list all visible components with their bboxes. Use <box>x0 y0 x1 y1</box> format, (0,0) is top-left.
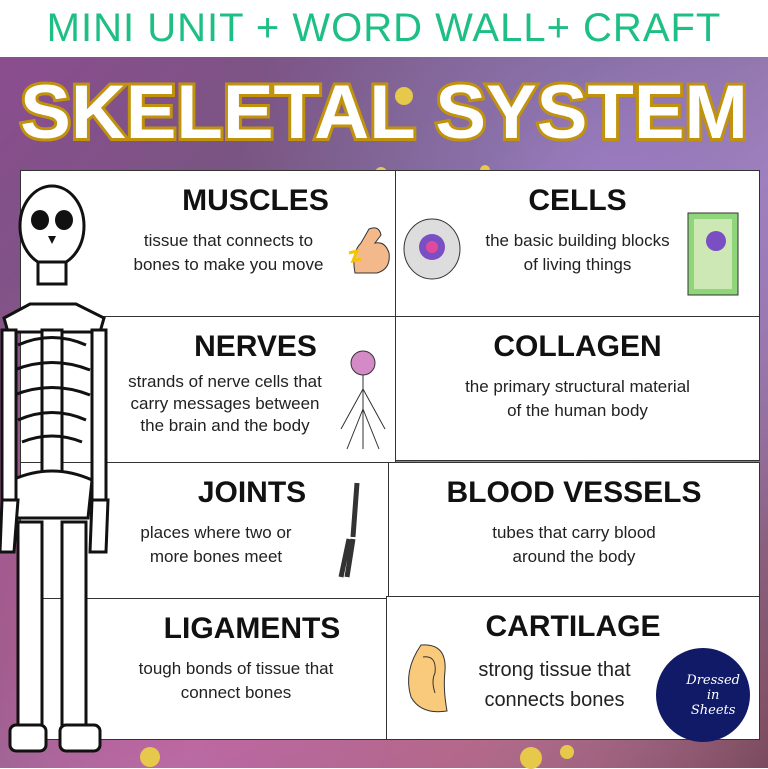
card-definition: strong tissue that connects bones <box>478 659 631 711</box>
card-nerves: NERVES strands of nerve cells that carry… <box>20 316 396 463</box>
brain-nerves-icon <box>340 350 386 450</box>
card-term: BLOOD VESSELS <box>446 476 702 509</box>
ear-icon <box>408 644 448 713</box>
banner: MINI UNIT + WORD WALL+ CRAFT <box>0 0 768 57</box>
card-term: LIGAMENTS <box>163 612 341 645</box>
arm-bones-icon <box>338 482 360 578</box>
plant-cell-icon <box>687 212 739 296</box>
logo-text: in <box>706 687 720 703</box>
card-collagen: COLLAGEN the primary structural material… <box>395 316 760 461</box>
card-cells: CELLS the basic building blocks of livin… <box>395 170 760 317</box>
card-muscles: MUSCLES tissue that connects to bones to… <box>20 170 396 317</box>
banner-text: MINI UNIT + WORD WALL+ CRAFT <box>46 6 722 50</box>
card-term: JOINTS <box>197 476 307 509</box>
skeleton-illustration <box>0 184 110 753</box>
card-definition: the basic building blocks of living thin… <box>485 231 670 274</box>
card-term: CARTILAGE <box>485 610 661 643</box>
card-definition: tissue that connects to bones to make yo… <box>133 231 324 274</box>
card-term: COLLAGEN <box>493 330 662 363</box>
page-title: SKELETAL SYSTEM <box>17 67 751 158</box>
card-definition: tubes that carry blood around the body <box>492 523 656 566</box>
card-definition: tough bonds of tissue that connect bones <box>138 659 334 702</box>
card-term: MUSCLES <box>182 184 329 217</box>
logo-text: Dressed <box>686 672 740 688</box>
flexed-bicep-icon <box>348 227 390 274</box>
card-term: CELLS <box>528 184 627 217</box>
card-definition: the primary structural material of the h… <box>465 377 690 420</box>
logo-text: Sheets <box>690 702 736 718</box>
card-blood-vessels: BLOOD VESSELS tubes that carry blood aro… <box>388 462 760 597</box>
animal-cell-icon <box>403 218 461 280</box>
card-definition: places where two or more bones meet <box>140 523 292 566</box>
card-definition: strands of nerve cells that carry messag… <box>128 372 322 435</box>
card-term: NERVES <box>194 330 317 363</box>
